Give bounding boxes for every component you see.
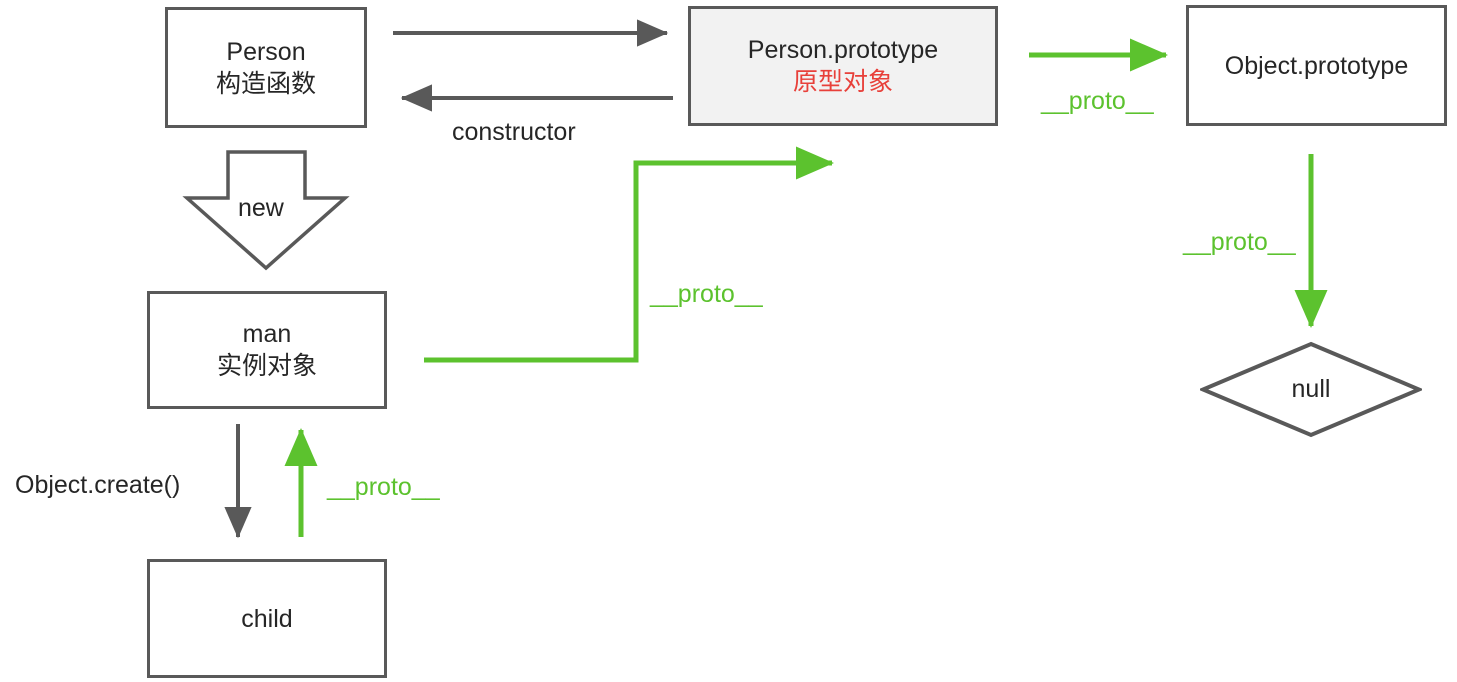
diamond-shape xyxy=(1197,341,1425,438)
node-child-title: child xyxy=(241,604,293,633)
node-person-subtitle: 构造函数 xyxy=(215,69,316,98)
edge-label-proto-man-to-person-prototype: __proto__ xyxy=(650,280,763,308)
edge-man-to-person-prototype xyxy=(424,146,835,363)
edge-label-object-create: Object.create() xyxy=(15,471,181,499)
edge-label-proto-object-prototype-to-null: __proto__ xyxy=(1183,228,1296,256)
node-object-prototype-title: Object.prototype xyxy=(1224,51,1409,80)
node-person-prototype-title: Person.prototype xyxy=(747,36,939,64)
node-person[interactable]: Person 构造函数 xyxy=(165,7,367,128)
edge-label-new: new xyxy=(238,194,284,222)
node-person-prototype-subtitle: 原型对象 xyxy=(792,68,893,96)
node-man[interactable]: man 实例对象 xyxy=(147,291,387,409)
edge-label-proto-child-to-man: __proto__ xyxy=(327,473,440,501)
node-child[interactable]: child xyxy=(147,559,387,678)
node-person-title: Person xyxy=(226,37,306,66)
edge-label-proto-person-prototype-to-object-prototype: __proto__ xyxy=(1041,87,1154,115)
edge-new-block-arrow xyxy=(182,150,350,271)
node-object-prototype[interactable]: Object.prototype xyxy=(1186,5,1447,126)
node-null-title: null xyxy=(1291,375,1331,403)
node-man-subtitle: 实例对象 xyxy=(216,352,317,380)
node-person-prototype[interactable]: Person.prototype 原型对象 xyxy=(688,6,998,126)
edge-label-constructor: constructor xyxy=(452,118,576,146)
node-man-title: man xyxy=(242,320,292,348)
node-null[interactable]: null xyxy=(1197,341,1425,438)
